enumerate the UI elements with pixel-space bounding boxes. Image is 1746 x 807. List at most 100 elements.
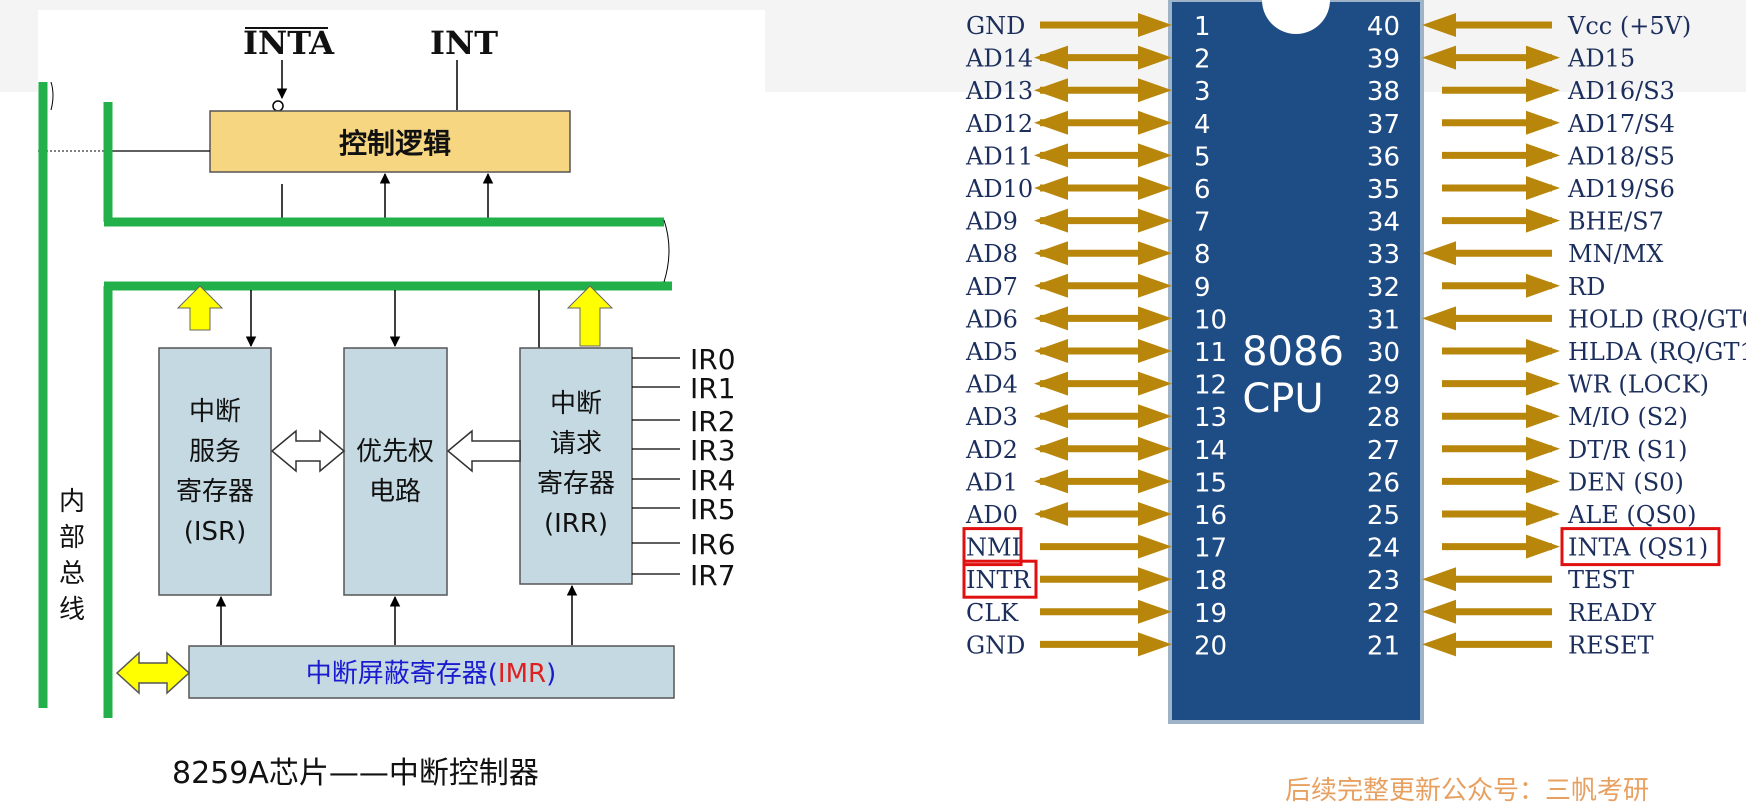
pin-highlight-box	[962, 559, 1038, 599]
cpu-pin-32: RD 32	[1367, 273, 1605, 303]
ir-label-1: IR1	[690, 372, 736, 405]
irr-line-2: 请求	[550, 429, 602, 459]
bus-label-4: 线	[59, 595, 85, 625]
ir-label-4: IR4	[690, 464, 736, 497]
pin-label: INTR	[966, 566, 1031, 594]
cpu-pin-28: M/IO (S2)28	[1367, 403, 1688, 433]
cpu-chip-body	[1168, 0, 1424, 724]
control-logic-block	[209, 110, 571, 173]
cpu-pin-25: ALE (QS0)25	[1367, 501, 1697, 531]
pin-label: AD15	[1567, 45, 1635, 73]
ir-label-0: IR0	[690, 343, 736, 376]
priority-line-1: 优先权	[356, 437, 434, 467]
irr-block	[519, 347, 633, 585]
ir-label-2: IR2	[690, 405, 736, 438]
cpu-pin-20: GND 20	[966, 631, 1227, 661]
cpu-name-line2: CPU	[1242, 376, 1323, 422]
pin-label: AD10	[965, 175, 1033, 203]
pin-label: AD3	[965, 403, 1018, 431]
pin-label: AD2	[965, 436, 1018, 464]
cpu-pin-23: TEST 23	[1367, 566, 1634, 596]
pin-label: GND	[966, 12, 1025, 40]
cpu-pin-19: CLK 19	[966, 599, 1227, 629]
imr-label-close: )	[546, 659, 556, 689]
control-logic-label: 控制逻辑	[339, 127, 451, 160]
cpu-pin-11: AD5 11	[965, 338, 1227, 368]
bus-break-mark	[663, 219, 670, 283]
bus-label-1: 内	[59, 487, 85, 517]
pin-number: 1	[1194, 12, 1211, 42]
cpu-pin-40: Vcc (+5V)40	[1367, 12, 1691, 42]
ir-label-5: IR5	[690, 493, 736, 526]
pin-number: 5	[1194, 142, 1211, 172]
pin-number: 7	[1194, 208, 1211, 238]
pin-number: 24	[1367, 534, 1400, 564]
pin-label: AD11	[965, 142, 1033, 170]
cpu-pin-18: INTR 18	[962, 559, 1227, 599]
cpu-pin-1: GND 1	[966, 12, 1211, 42]
pin-number: 32	[1367, 273, 1400, 303]
pin-number: 25	[1367, 501, 1400, 531]
pin-number: 11	[1194, 338, 1227, 368]
pin-number: 6	[1194, 175, 1211, 205]
pin-label: RD	[1568, 273, 1605, 301]
pin-label: RESET	[1568, 631, 1654, 659]
pin-label: GND	[966, 631, 1025, 659]
ir-label-7: IR7	[690, 559, 736, 592]
imr-block	[188, 645, 675, 699]
irr-line-1: 中断	[550, 389, 602, 419]
pin-number: 19	[1194, 599, 1227, 629]
imr-label-accent: IMR	[498, 659, 546, 689]
pin-number: 12	[1194, 371, 1227, 401]
pin-number: 37	[1367, 110, 1400, 140]
imr-label-main: 中断屏蔽寄存器(	[306, 659, 498, 689]
pin-number: 18	[1194, 566, 1227, 596]
pin-number: 26	[1367, 468, 1400, 498]
cpu-pin-30: HLDA (RQ/GT1)30	[1367, 338, 1746, 368]
pin-number: 39	[1367, 45, 1400, 75]
cpu-pin-29: WR (LOCK)29	[1367, 371, 1709, 401]
pin-number: 28	[1367, 403, 1400, 433]
pin-label: AD0	[965, 501, 1018, 529]
diagram-8259a: INTA INT 控制逻辑 内 部 总 线	[38, 24, 736, 718]
pin-number: 8	[1194, 240, 1211, 270]
pin-number: 22	[1367, 599, 1400, 629]
pin-number: 15	[1194, 468, 1227, 498]
pin-label: CLK	[966, 599, 1019, 627]
pin-label: TEST	[1568, 566, 1634, 594]
pin-number: 23	[1367, 566, 1400, 596]
bus-break-mark-2	[50, 81, 54, 111]
cpu-pin-31: HOLD (RQ/GT0)31	[1367, 305, 1746, 335]
pin-number: 38	[1367, 77, 1400, 107]
pin-number: 13	[1194, 403, 1227, 433]
bus-label-3: 总	[59, 559, 85, 589]
pin-number: 17	[1194, 534, 1227, 564]
pin-number: 9	[1194, 273, 1211, 303]
pin-label: AD5	[965, 338, 1018, 366]
irr-line-4: (IRR)	[544, 509, 608, 539]
cpu-pin-6: AD10 6	[965, 175, 1211, 205]
priority-block	[343, 347, 448, 596]
pin-label: READY	[1568, 599, 1657, 627]
pin-label: AD18/S5	[1567, 142, 1675, 170]
pin-number: 29	[1367, 371, 1400, 401]
pin-number: 20	[1194, 631, 1227, 661]
pin-label: HOLD (RQ/GT0)	[1568, 305, 1746, 333]
isr-priority-double-arrow	[270, 429, 346, 473]
pin-label: DEN (S0)	[1568, 468, 1684, 496]
pin-label: NMI	[966, 534, 1021, 562]
